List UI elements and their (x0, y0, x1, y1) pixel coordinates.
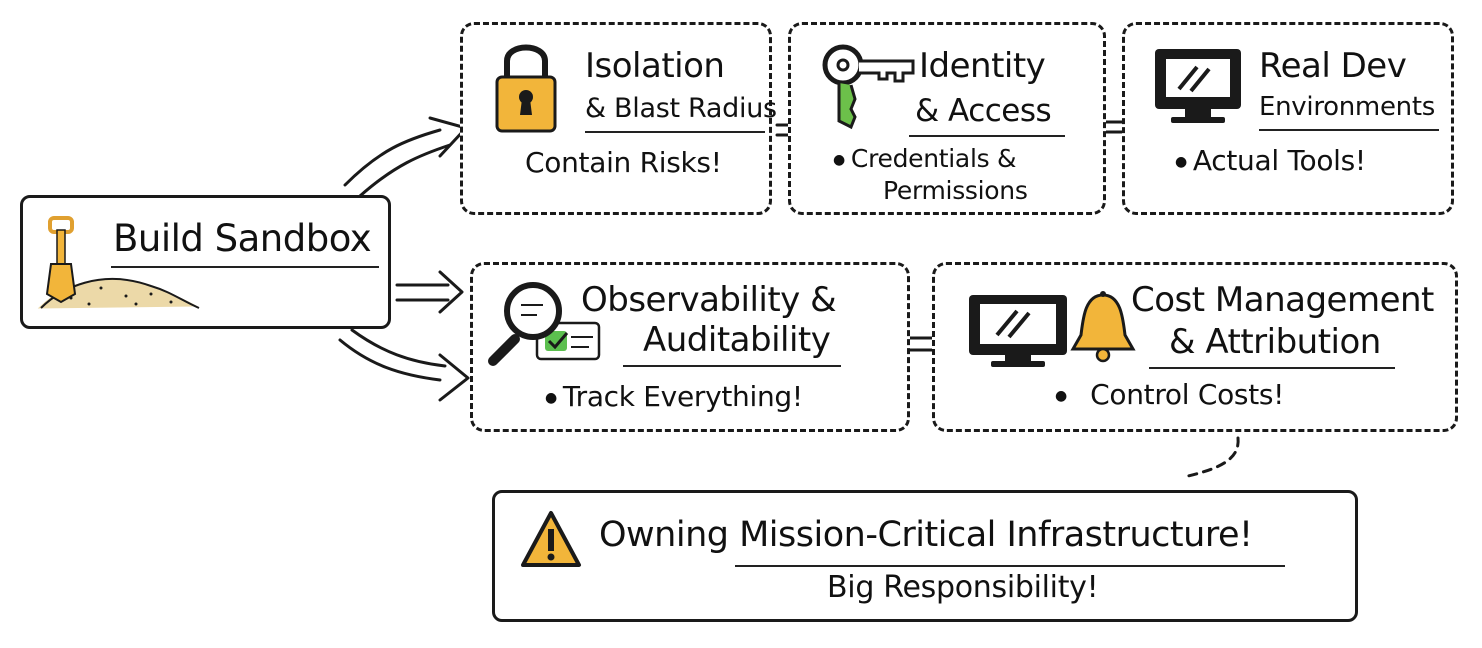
realdev-title-line2: Environments (1259, 92, 1435, 122)
arrow-build-to-isolation (343, 128, 442, 187)
cost-title-line2: & Attribution (1169, 322, 1381, 362)
build-sandbox-title: Build Sandbox (113, 217, 372, 260)
monitor-bell-icon (969, 291, 1136, 367)
realdev-node: Real Dev Environments ●Actual Tools! (1122, 22, 1454, 215)
mission-critical-node: Owning Mission-Critical Infrastructure! … (492, 490, 1358, 622)
title-underline (735, 565, 1285, 567)
arrow-build-to-track (338, 338, 442, 382)
realdev-title-line1: Real Dev (1259, 46, 1407, 86)
cost-point: ● Control Costs! (1055, 378, 1285, 411)
cost-node: Cost Management & Attribution ● Control … (932, 262, 1458, 432)
identity-node: Identity & Access ●Credentials & Permiss… (788, 22, 1106, 215)
observability-title-line1: Observability & (581, 280, 837, 320)
observability-title-line2: Auditability (643, 320, 831, 360)
title-underline (585, 131, 765, 133)
observability-node: Observability & Auditability ●Track Ever… (470, 262, 910, 432)
monitor-icon (1155, 49, 1241, 123)
identity-point-line1: ●Credentials & (833, 144, 1017, 173)
title-underline (111, 266, 379, 268)
observability-point: ●Track Everything! (545, 380, 803, 413)
mission-title: Owning Mission-Critical Infrastructure! (599, 515, 1253, 555)
title-underline (1259, 129, 1439, 131)
identity-point-line2: Permissions (883, 176, 1028, 205)
key-icon (822, 44, 915, 130)
shovel-in-sand-icon (37, 216, 200, 309)
warning-icon (521, 511, 581, 567)
isolation-node: Isolation & Blast Radius Contain Risks! (460, 22, 777, 215)
connector-cost-to-mission (1186, 436, 1240, 478)
identity-title-line1: Identity (919, 46, 1046, 86)
isolation-point: Contain Risks! (525, 146, 722, 179)
build-sandbox-node: Build Sandbox (20, 195, 391, 329)
title-underline (1149, 367, 1395, 369)
cost-title-line1: Cost Management (1131, 280, 1434, 320)
title-underline (909, 135, 1065, 137)
identity-title-line2: & Access (915, 93, 1052, 129)
isolation-title-line2: & Blast Radius (585, 93, 777, 124)
padlock-icon (495, 44, 557, 133)
realdev-point: ●Actual Tools! (1175, 144, 1366, 177)
mission-point: Big Responsibility! (827, 570, 1099, 605)
title-underline (623, 365, 841, 367)
isolation-title-line1: Isolation (585, 46, 725, 86)
magnifier-checklist-icon (488, 282, 601, 366)
